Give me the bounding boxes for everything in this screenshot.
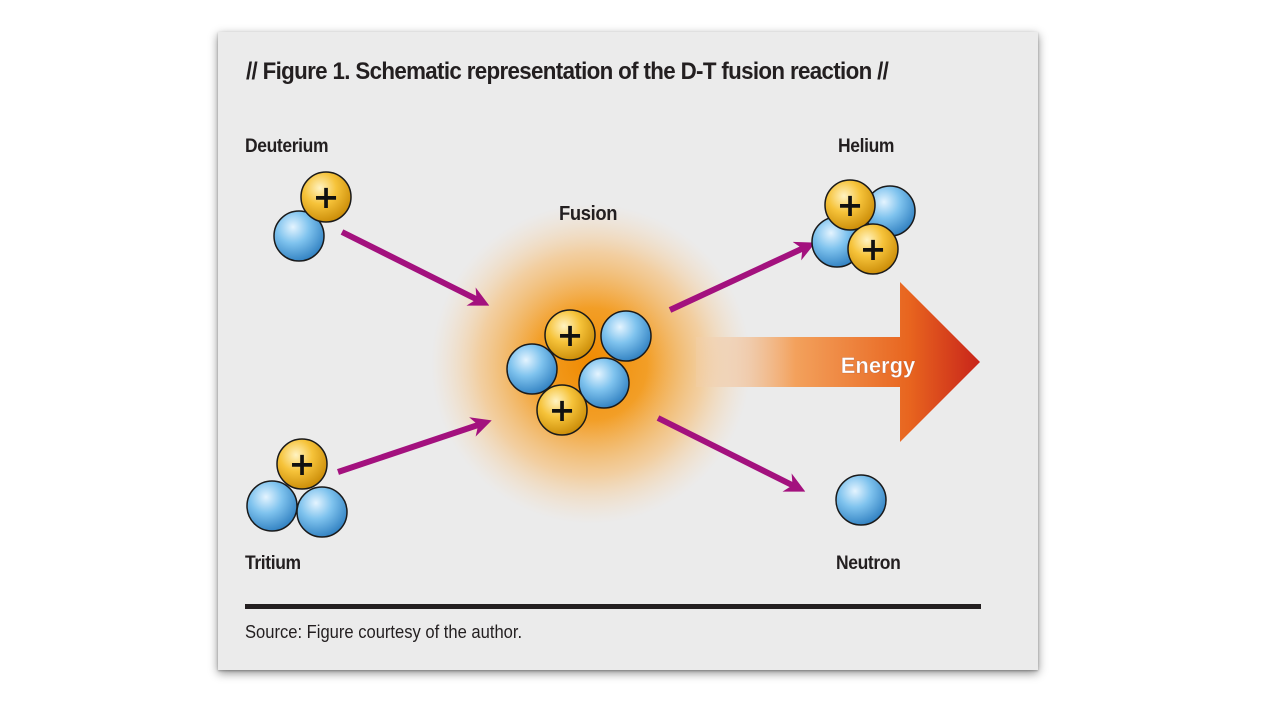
proton-particle bbox=[300, 171, 352, 223]
plus-symbol: + bbox=[860, 230, 887, 268]
arrow-deuterium-to-fusion bbox=[340, 229, 490, 306]
plus-symbol: + bbox=[313, 178, 340, 216]
helium-label: Helium bbox=[838, 136, 895, 157]
neutron-particle bbox=[578, 357, 630, 409]
proton-particle bbox=[276, 438, 328, 490]
neutron-particle bbox=[246, 480, 298, 532]
plus-symbol: + bbox=[549, 391, 576, 429]
arrow-fusion-to-helium bbox=[668, 241, 816, 313]
arrow-fusion-to-neutron bbox=[656, 415, 806, 492]
figure-title: // Figure 1. Schematic representation of… bbox=[246, 58, 889, 85]
neutron-particle bbox=[600, 310, 652, 362]
neutron-particle bbox=[296, 486, 348, 538]
deuterium-nucleus: + bbox=[273, 171, 352, 262]
helium-nucleus: + + bbox=[811, 179, 916, 275]
divider-rule bbox=[245, 604, 981, 609]
neutron-particle bbox=[506, 343, 558, 395]
tritium-nucleus: + bbox=[246, 438, 348, 538]
proton-particle bbox=[824, 179, 876, 231]
tritium-label: Tritium bbox=[245, 553, 301, 574]
reaction-arrows bbox=[337, 229, 816, 492]
free-neutron bbox=[835, 474, 887, 526]
arrow-tritium-to-fusion bbox=[337, 417, 492, 475]
fusion-label: Fusion bbox=[559, 203, 618, 225]
neutron-particle bbox=[835, 474, 887, 526]
deuterium-label: Deuterium bbox=[245, 136, 329, 157]
plus-symbol: + bbox=[289, 445, 316, 483]
fusion-diagram: Energy + + bbox=[246, 171, 980, 538]
proton-particle bbox=[544, 309, 596, 361]
fused-nucleus-cluster: + + bbox=[506, 309, 652, 436]
proton-particle bbox=[847, 223, 899, 275]
source-note: Source: Figure courtesy of the author. bbox=[245, 622, 523, 642]
figure-card: // Figure 1. Schematic representation of… bbox=[218, 32, 1038, 670]
proton-particle bbox=[536, 384, 588, 436]
plus-symbol: + bbox=[837, 186, 864, 224]
neutron-particle bbox=[273, 210, 325, 262]
energy-label: Energy bbox=[841, 353, 916, 378]
neutron-label: Neutron bbox=[836, 553, 901, 574]
plus-symbol: + bbox=[557, 316, 584, 354]
energy-arrow: Energy bbox=[696, 282, 980, 442]
